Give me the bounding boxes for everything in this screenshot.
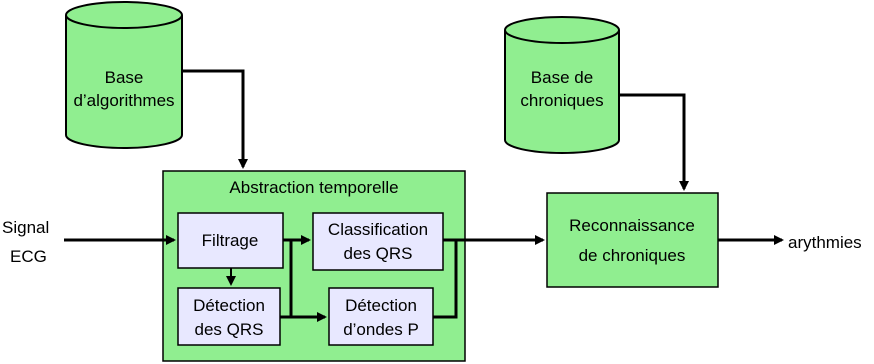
arrow-algorithms-to-abstraction bbox=[182, 69, 248, 169]
chronicle-recognition-box: Reconnaissance de chroniques bbox=[546, 192, 719, 288]
chronicles-database: Base de chroniques bbox=[504, 16, 620, 154]
algorithms-database-label-line1: Base bbox=[105, 68, 144, 87]
filtrage-label: Filtrage bbox=[202, 231, 259, 250]
qrs-detection-label-line1: Détection bbox=[193, 296, 265, 315]
connector-arrows bbox=[64, 69, 784, 322]
algorithms-database: Base d’algorithmes bbox=[65, 1, 183, 149]
chronicle-recognition-label-line2: de chroniques bbox=[579, 246, 686, 265]
filtrage-box: Filtrage bbox=[177, 212, 284, 269]
chronicles-database-label-line1: Base de bbox=[531, 68, 593, 87]
output-arrhythmias-label: arythmies bbox=[788, 233, 862, 252]
p-wave-detection-label-line2: d’ondes P bbox=[343, 320, 419, 339]
qrs-classification-label-line2: des QRS bbox=[344, 244, 413, 263]
p-wave-detection-label-line1: Détection bbox=[345, 296, 417, 315]
qrs-classification-box: Classification des QRS bbox=[312, 212, 444, 271]
qrs-detection-label-line2: des QRS bbox=[195, 320, 264, 339]
input-signal-label-line1: Signal bbox=[2, 218, 49, 237]
temporal-abstraction-title: Abstraction temporelle bbox=[229, 178, 398, 197]
chronicles-database-label-line2: chroniques bbox=[520, 91, 603, 110]
arrow-chronicles-to-recognition bbox=[619, 93, 689, 191]
chronicle-recognition-label-line1: Reconnaissance bbox=[569, 216, 695, 235]
p-wave-detection-box: Détection d’ondes P bbox=[328, 287, 434, 346]
input-signal-label-line2: ECG bbox=[10, 247, 47, 266]
qrs-classification-label-line1: Classification bbox=[328, 220, 428, 239]
qrs-detection-box: Détection des QRS bbox=[177, 287, 281, 346]
algorithms-database-label-line2: d’algorithmes bbox=[73, 91, 174, 110]
